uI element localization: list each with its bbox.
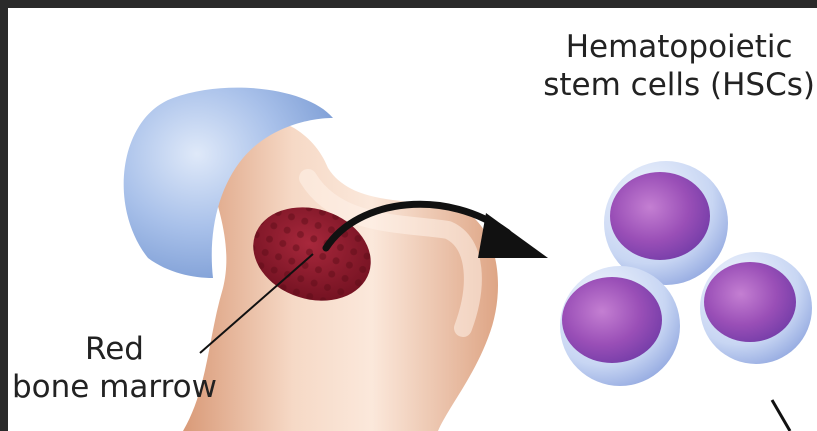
diagram-canvas: Hematopoietic stem cells (HSCs) Red bone… — [8, 8, 817, 431]
hsc-label-line1: Hematopoietic — [543, 28, 815, 66]
marrow-label-line1: Red — [12, 330, 217, 368]
hsc-label: Hematopoietic stem cells (HSCs) — [543, 28, 815, 104]
marrow-label-line2: bone marrow — [12, 368, 217, 406]
stem-cell-left — [560, 266, 680, 386]
flow-arrow-head — [478, 213, 548, 258]
stem-cell-right — [700, 252, 812, 364]
partial-pointer-line — [772, 400, 790, 431]
marrow-label: Red bone marrow — [12, 330, 217, 406]
hsc-label-line2: stem cells (HSCs) — [543, 66, 815, 104]
